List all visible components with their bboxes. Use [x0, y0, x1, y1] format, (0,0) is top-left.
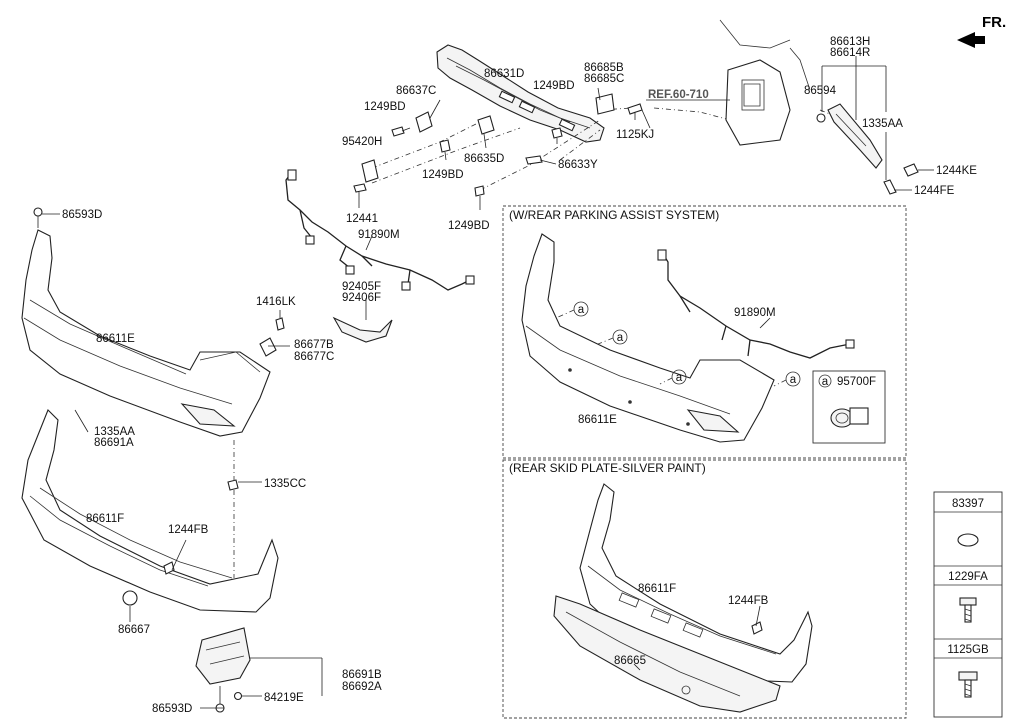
table-cell-83397: 83397	[952, 498, 984, 510]
label-1249bd-a: 1249BD	[364, 101, 406, 113]
fastener-table: 83397 1229FA 1125GB	[933, 491, 1003, 718]
label-86611f-main: 86611F	[86, 513, 124, 525]
label-86613h: 86613H	[830, 36, 870, 48]
label-91890m-main: 91890M	[358, 229, 400, 241]
label-86691b: 86691B	[342, 669, 382, 681]
side-bracket	[816, 103, 919, 195]
pas-bumper-cover	[521, 233, 775, 443]
rear-skid-plate	[21, 409, 279, 613]
callout-a-1: a	[578, 304, 585, 316]
label-86685b: 86685B	[584, 62, 624, 74]
skid-plate-section-title: (REAR SKID PLATE-SILVER PAINT)	[509, 461, 706, 475]
skid-plate-section-box	[502, 459, 907, 719]
label-86692a: 86692A	[342, 681, 382, 693]
pas-wiring-harness	[657, 249, 855, 359]
bolt-icon	[958, 671, 978, 698]
label-86685c: 86685C	[584, 73, 624, 85]
label-86611f-skid: 86611F	[638, 583, 676, 595]
sensor-callout-marker: a	[822, 376, 829, 388]
label-86667: 86667	[118, 624, 150, 636]
sensor-part-label: 95700F	[837, 376, 876, 388]
part-labels: 86593D 86611E 1416LK 86677B 86677C 1335A…	[62, 36, 977, 715]
callout-markers: a a a a	[555, 301, 801, 387]
label-86631d: 86631D	[484, 68, 524, 80]
label-86637c: 86637C	[396, 85, 436, 97]
skid-plate-trim	[553, 595, 781, 713]
bumper-beam	[436, 44, 605, 143]
label-1335aa-left: 1335AA	[94, 426, 135, 438]
label-95420h: 95420H	[342, 136, 382, 148]
wiring-harness-main	[285, 169, 475, 291]
label-1416lk: 1416LK	[256, 296, 296, 308]
rear-reflector	[332, 316, 393, 343]
label-84219e: 84219E	[264, 692, 304, 704]
label-1249bd-d: 1249BD	[448, 220, 490, 232]
sensor-detail-box: a 95700F	[812, 370, 886, 444]
label-1335cc: 1335CC	[264, 478, 306, 490]
label-86611e-main: 86611E	[96, 333, 135, 345]
callout-a-2: a	[617, 332, 624, 344]
label-86635d: 86635D	[464, 153, 504, 165]
parking-assist-section-title: (W/REAR PARKING ASSIST SYSTEM)	[509, 208, 719, 222]
label-86677b: 86677B	[294, 339, 334, 351]
label-92406f: 92406F	[342, 292, 381, 304]
fastener-table-frame	[933, 491, 1003, 718]
callout-a-4: a	[790, 374, 797, 386]
direction-label: FR.	[982, 14, 1006, 31]
reflector-86667	[122, 590, 138, 606]
under-bracket	[195, 627, 251, 713]
label-86611e-pas: 86611E	[578, 414, 617, 426]
label-1125kj: 1125KJ	[616, 129, 654, 141]
plug-icon	[957, 533, 979, 547]
label-86633y: 86633Y	[558, 159, 598, 171]
body-panel-reference	[719, 19, 811, 146]
label-92405f: 92405F	[342, 281, 381, 293]
front-direction-indicator: FR.	[957, 14, 1006, 48]
label-86593d-bottom: 86593D	[152, 703, 192, 715]
label-1249bd-b: 1249BD	[533, 80, 575, 92]
label-86677c: 86677C	[294, 351, 334, 363]
label-1244fb-skid: 1244FB	[728, 595, 769, 607]
leader-lines	[42, 56, 934, 709]
label-1244fe: 1244FE	[914, 185, 955, 197]
parking-sensor-icon	[830, 407, 869, 428]
label-86594: 86594	[804, 85, 837, 97]
label-86593d-top: 86593D	[62, 209, 102, 221]
label-1249bd-c: 1249BD	[422, 169, 464, 181]
direction-arrow-icon	[957, 32, 985, 48]
label-91890m-pas: 91890M	[734, 307, 776, 319]
callout-a-3: a	[676, 372, 683, 384]
label-12441: 12441	[346, 213, 378, 225]
label-86614r: 86614R	[830, 47, 870, 59]
label-86691a: 86691A	[94, 437, 134, 449]
table-cell-1229fa: 1229FA	[948, 571, 988, 583]
clip-86593d-top	[33, 207, 43, 217]
table-cell-1125gb: 1125GB	[947, 644, 989, 656]
label-1244ke: 1244KE	[936, 165, 977, 177]
reference-label: REF.60-710	[648, 89, 709, 101]
rear-bumper-cover	[21, 207, 271, 437]
label-1335aa-right: 1335AA	[862, 118, 903, 130]
label-86665: 86665	[614, 655, 646, 667]
upper-fasteners	[353, 93, 643, 210]
label-1244fb-main: 1244FB	[168, 524, 209, 536]
bracket-86677b	[259, 337, 277, 357]
screw-icon	[959, 597, 977, 623]
parking-assist-section-box	[502, 205, 907, 459]
